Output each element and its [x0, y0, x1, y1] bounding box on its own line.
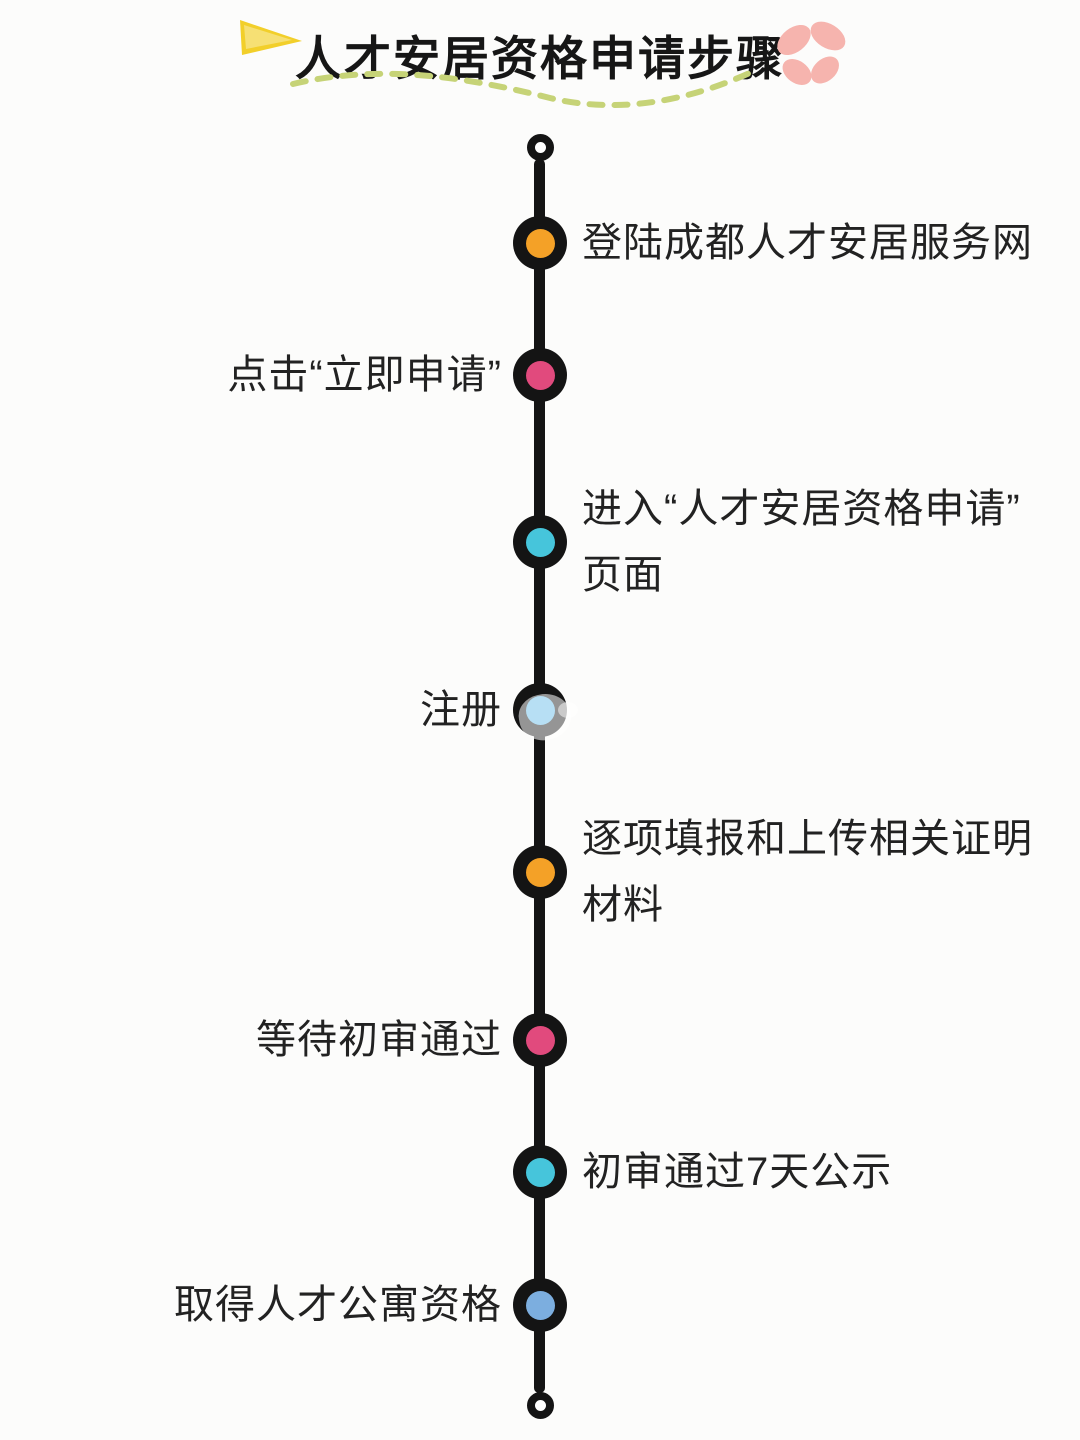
timeline-line: [534, 159, 545, 1393]
step-dot-icon: [513, 845, 567, 899]
step-label: 进入“人才安居资格申请” 页面: [582, 487, 1021, 597]
step-label: 取得人才公寓资格: [174, 1283, 502, 1327]
step-label: 注册: [420, 688, 502, 732]
step-label: 点击“立即申请”: [227, 353, 502, 397]
step-label: 逐项填报和上传相关证明 材料: [582, 817, 1033, 927]
step-dot-icon: [513, 1013, 567, 1067]
flower-icon: [777, 21, 846, 85]
step-label: 等待初审通过: [256, 1018, 502, 1062]
dashed-wave-underline: [290, 67, 759, 108]
step-dot-icon: [513, 515, 567, 569]
timeline-end-circle: [527, 1392, 554, 1419]
step-label: 登陆成都人才安居服务网: [582, 221, 1033, 265]
step-dot-icon: [513, 348, 567, 402]
watermark-overlay: [558, 702, 578, 718]
flag-icon: [240, 20, 302, 55]
step-dot-icon: [513, 1278, 567, 1332]
step-dot-icon: [513, 1145, 567, 1199]
step-dot-icon: [513, 216, 567, 270]
step-label: 初审通过7天公示: [582, 1150, 893, 1194]
timeline-start-circle: [527, 134, 554, 161]
